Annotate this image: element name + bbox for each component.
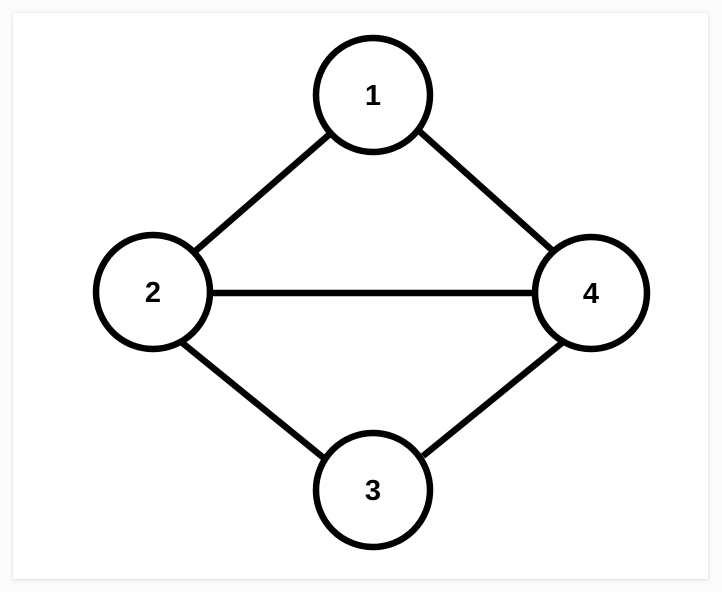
graph-edge-3-4[interactable] (420, 335, 571, 459)
graph-node-4[interactable]: 4 (531, 233, 651, 353)
graph-node-3[interactable]: 3 (312, 429, 434, 551)
graph-node-label-2: 2 (145, 277, 161, 309)
graph-svg: 1 2 3 4 (92, 34, 651, 551)
graph-node-circle-2[interactable] (92, 231, 214, 353)
graph-node-label-1: 1 (365, 80, 381, 112)
graph-edge-1-2[interactable] (189, 130, 334, 257)
graph-node-circle-3[interactable] (312, 429, 434, 551)
graph-node-2[interactable]: 2 (92, 231, 214, 353)
graph-edge-2-3[interactable] (177, 338, 328, 462)
graph-edge-1-4[interactable] (415, 127, 556, 254)
nodes-layer: 1 2 3 4 (92, 34, 651, 551)
graph-node-label-3: 3 (365, 475, 381, 507)
graph-node-circle-4[interactable] (531, 233, 651, 353)
diagram-canvas: 1 2 3 4 (13, 13, 708, 579)
graph-node-1[interactable]: 1 (312, 34, 434, 156)
graph-node-circle-1[interactable] (312, 34, 434, 156)
edges-layer (177, 127, 571, 462)
graph-node-label-4: 4 (583, 278, 599, 310)
